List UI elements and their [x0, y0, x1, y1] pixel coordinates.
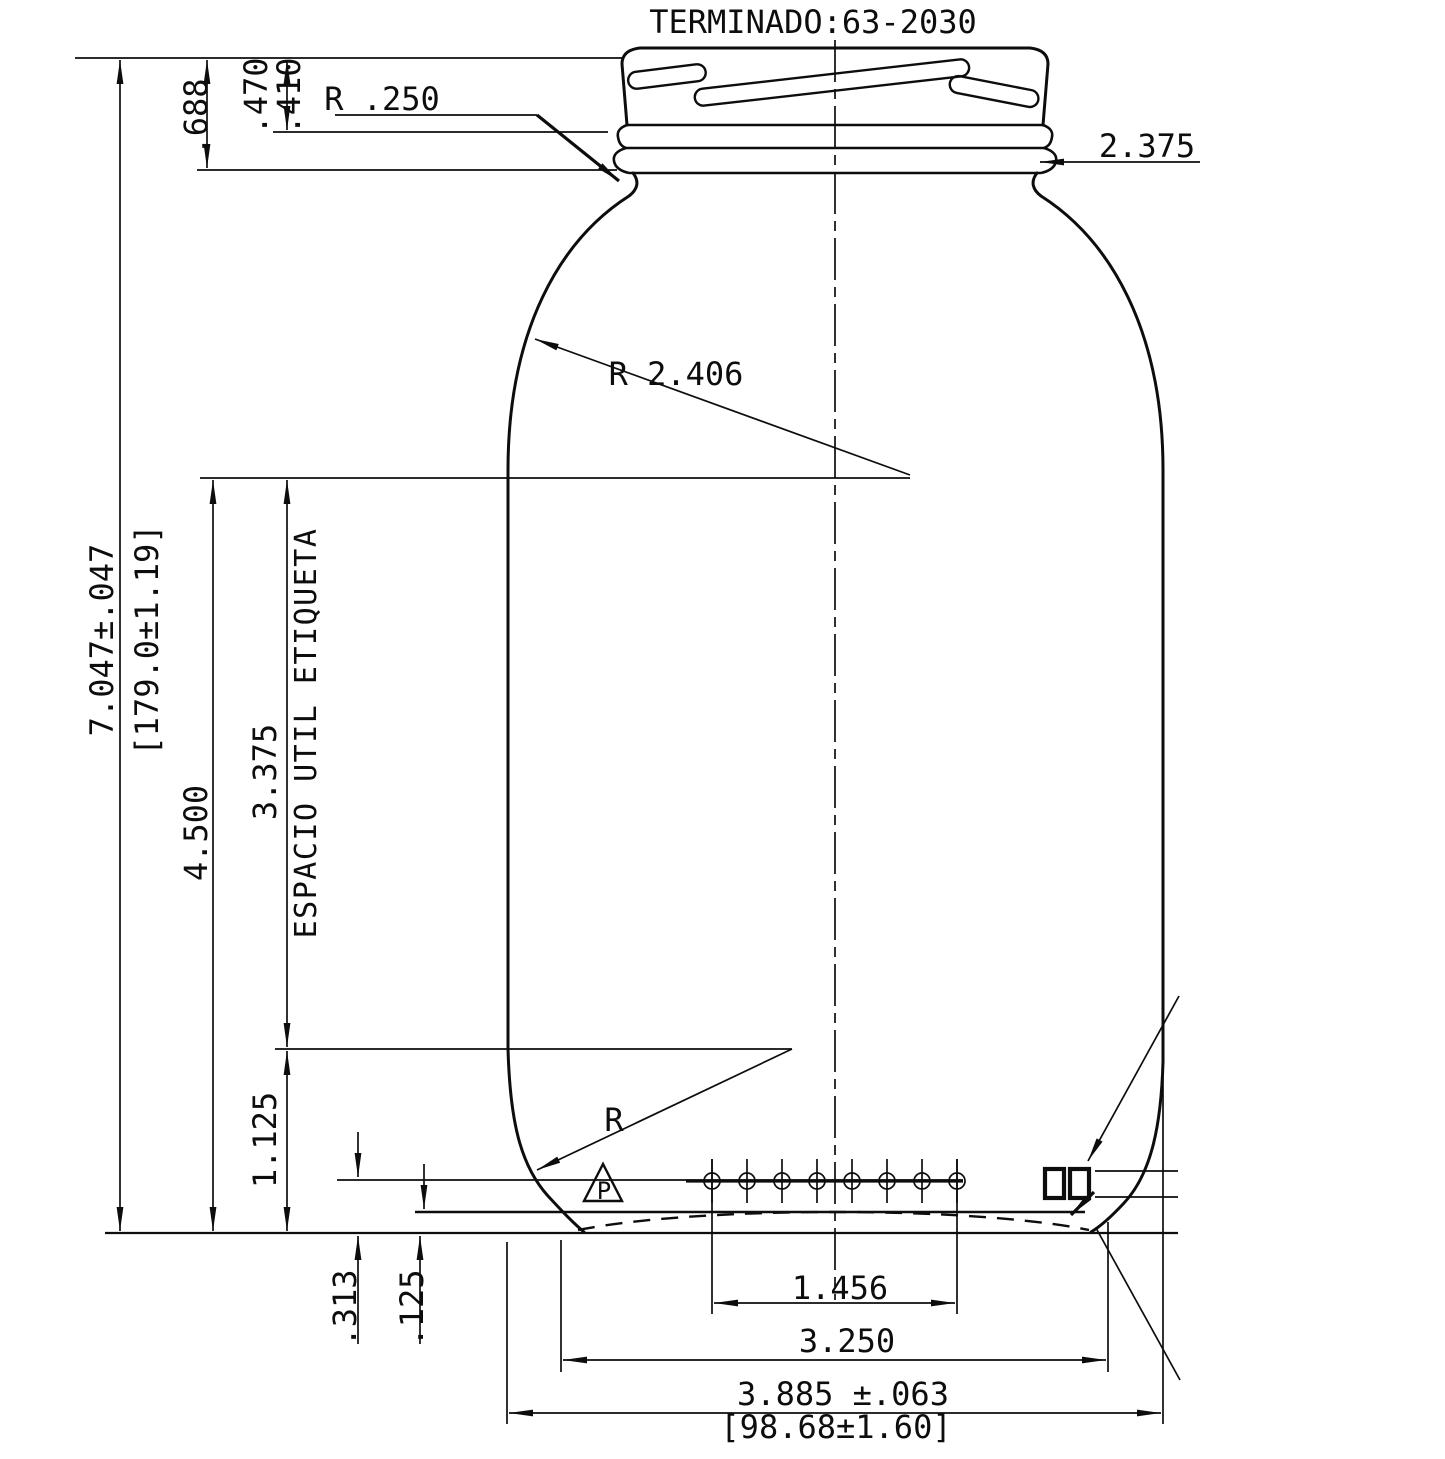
- dim-finish-diameter: 2.375: [1099, 127, 1195, 165]
- plant-mark-triangle: P: [582, 1161, 624, 1205]
- dim-shoulder-height: 4.500: [177, 785, 215, 881]
- extension-lines: [75, 57, 1164, 1424]
- dim-shoulder-radius: R 2.406: [609, 355, 744, 393]
- dim-thread-depth-min: .410: [270, 57, 308, 134]
- dim-knurl-band-width: 1.456: [792, 1269, 888, 1307]
- dim-bearing-diameter: 3.250: [799, 1322, 895, 1360]
- dim-body-diameter-in: 3.885 ±.063: [737, 1375, 949, 1413]
- knurl-symbol-row: [703, 1159, 966, 1203]
- heel-lug-square-right: [1067, 1166, 1092, 1201]
- dim-label-panel-height: 3.375: [246, 724, 284, 820]
- dim-finish-corner-radius: R .250: [324, 80, 440, 118]
- knurl-marks: [686, 1159, 1092, 1203]
- dim-heel-radius: R: [604, 1101, 624, 1139]
- dim-bearing-surface-height: .125: [393, 1269, 431, 1346]
- dim-overall-height-in: 7.047±.047: [83, 544, 121, 737]
- label-panel-caption: ESPACIO UTIL ETIQUETA: [289, 528, 324, 939]
- jar-outline: [506, 46, 1165, 1234]
- dim-heel-height: 1.125: [246, 1092, 284, 1188]
- dim-body-diameter-mm: [98.68±1.60]: [720, 1408, 951, 1446]
- leader-lines: [335, 113, 1200, 1381]
- dim-stacking-ring-height: .313: [326, 1269, 364, 1346]
- dim-finish-height: .688: [177, 78, 215, 155]
- dimension-lines: [116, 60, 1161, 1417]
- finish-threads: [626, 58, 1040, 109]
- dim-thread-depth-max: .470: [237, 57, 275, 134]
- heel-lug-square-left: [1042, 1166, 1067, 1201]
- plant-mark-letter: P: [597, 1177, 611, 1205]
- dim-overall-height-mm: [179.0±1.19]: [128, 524, 166, 755]
- finish-spec-title: TERMINADO:63-2030: [649, 3, 977, 41]
